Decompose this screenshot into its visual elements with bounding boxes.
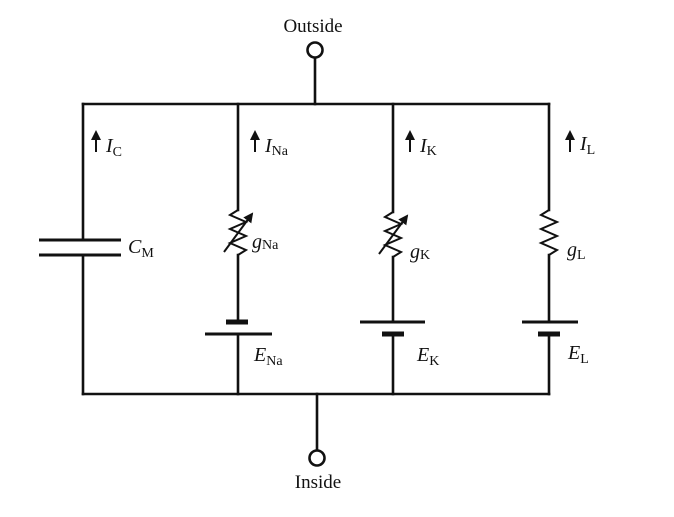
leak-branch: IL gL EL <box>522 102 595 396</box>
conductance-label-na: gNa <box>252 231 279 253</box>
capacitance-label: CM <box>128 236 154 261</box>
potassium-branch: IK gK EK <box>360 102 439 396</box>
inside-terminal <box>308 449 326 467</box>
current-label-k: IK <box>419 135 437 159</box>
current-label-c: IC <box>105 135 122 160</box>
variable-arrow-icon <box>223 212 254 253</box>
outside-terminal <box>306 41 324 59</box>
conductance-label-l: gL <box>567 239 586 263</box>
current-label-l: IL <box>579 133 595 158</box>
reversal-label-na: ENa <box>253 344 283 369</box>
capacitor-branch: IC CM <box>39 102 154 396</box>
reversal-label-k: EK <box>416 344 439 369</box>
reversal-label-l: EL <box>567 342 589 367</box>
sodium-branch: INa gNa ENa <box>205 102 289 396</box>
outside-label: Outside <box>283 16 342 37</box>
inside-label: Inside <box>295 472 341 493</box>
resistor-leak <box>538 209 560 256</box>
current-label-na: INa <box>264 135 289 159</box>
variable-arrow-icon <box>378 214 409 255</box>
conductance-label-k: gK <box>410 241 430 263</box>
